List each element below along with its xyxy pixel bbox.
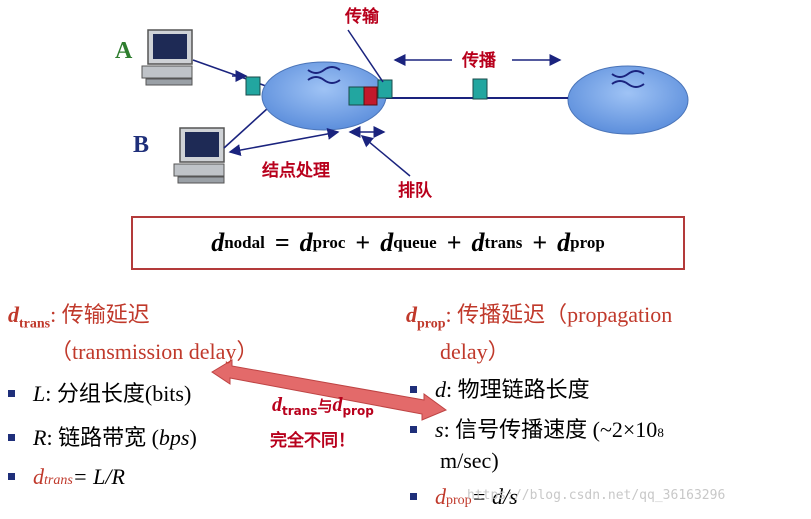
formula-op: =	[274, 228, 290, 257]
sup: 8	[657, 425, 664, 440]
text: = d/s	[471, 484, 518, 509]
sub: trans	[282, 404, 318, 418]
bullet-icon	[8, 473, 15, 480]
comparison-arrow	[211, 359, 448, 421]
formula-var: d	[211, 228, 225, 257]
computer-icon-b	[173, 127, 225, 184]
var: d	[33, 464, 44, 489]
bullet-icon	[410, 426, 417, 433]
sub: trans	[44, 473, 73, 488]
var: s	[435, 417, 444, 442]
formula-op: +	[532, 228, 548, 257]
list-item-continuation: m/sec)	[440, 448, 499, 473]
router-icon-2	[567, 65, 689, 135]
formula-var: d	[471, 228, 485, 257]
transmission-label: 传输	[344, 6, 380, 27]
packet-queued	[348, 86, 365, 106]
bullet-icon	[410, 386, 417, 393]
bullet-icon	[8, 390, 15, 397]
heading-text: : 传输延迟	[50, 302, 150, 327]
text: : 链路带宽 (	[46, 425, 159, 450]
packet-propagating	[472, 78, 488, 100]
formula-var: d	[299, 228, 313, 257]
text: = L/R	[72, 464, 125, 489]
comparison-label: dtrans与dprop	[272, 394, 374, 418]
list-item: d: 物理链路长度	[410, 372, 590, 404]
var: d	[435, 484, 446, 509]
nodal-processing-label: 结点处理	[262, 160, 330, 181]
sub: prop	[342, 404, 374, 418]
host-b-label: B	[133, 132, 149, 158]
comparison-label-line2: 完全不同！	[270, 431, 355, 451]
host-a-label: A	[115, 38, 133, 64]
queue-pointer	[360, 135, 411, 177]
text: 与	[317, 397, 333, 415]
var: d	[332, 394, 343, 416]
prop-delay-heading-line2: delay）	[440, 339, 510, 364]
transmission-pointer	[347, 29, 384, 83]
var: d	[435, 377, 446, 402]
sub: prop	[417, 316, 446, 332]
formula-op: +	[355, 228, 371, 257]
bullet-icon	[8, 434, 15, 441]
formula-sub: trans	[484, 233, 523, 252]
queueing-label: 排队	[398, 180, 433, 201]
list-item: R: 链路带宽 (bps)	[8, 420, 197, 452]
formula-op: +	[446, 228, 462, 257]
list-item: L: 分组长度(bits)	[8, 376, 191, 408]
watermark: https://blog.csdn.net/qq_36163296	[467, 488, 726, 503]
sub: trans	[19, 316, 51, 332]
packet-incoming	[245, 76, 261, 96]
unit: bps	[158, 425, 190, 450]
formula-var: d	[380, 228, 394, 257]
text: : 分组长度(bits)	[45, 381, 192, 406]
var: d	[406, 302, 417, 327]
var: d	[272, 394, 282, 416]
bullet-icon	[410, 493, 417, 500]
formula-var: d	[557, 228, 571, 257]
sub: prop	[446, 493, 472, 508]
link-b	[223, 107, 269, 149]
text: : 物理链路长度	[446, 377, 590, 402]
propagation-label: 传播	[461, 50, 497, 71]
trans-delay-heading: dtrans: 传输延迟	[8, 297, 150, 332]
trans-delay-heading-line2: （transmission delay）	[50, 339, 259, 364]
var: R	[33, 425, 47, 450]
router-icon-1	[261, 61, 387, 131]
var: L	[33, 381, 46, 406]
formula-sub: prop	[570, 233, 605, 252]
var: d	[8, 302, 19, 327]
heading-text: : 传播延迟（propagation	[445, 302, 673, 327]
packet-queued-red	[363, 86, 378, 106]
text: : 信号传播速度 (~2×10	[443, 417, 658, 442]
nodal-arrow	[228, 128, 340, 156]
formula-sub: queue	[393, 233, 437, 252]
formula-sub: proc	[312, 233, 346, 252]
text: )	[189, 425, 197, 450]
prop-delay-heading: dprop: 传播延迟（propagation	[406, 297, 672, 332]
formula-sub: nodal	[224, 233, 265, 252]
computer-icon-a	[141, 29, 193, 86]
packet-transmitting	[377, 79, 393, 99]
